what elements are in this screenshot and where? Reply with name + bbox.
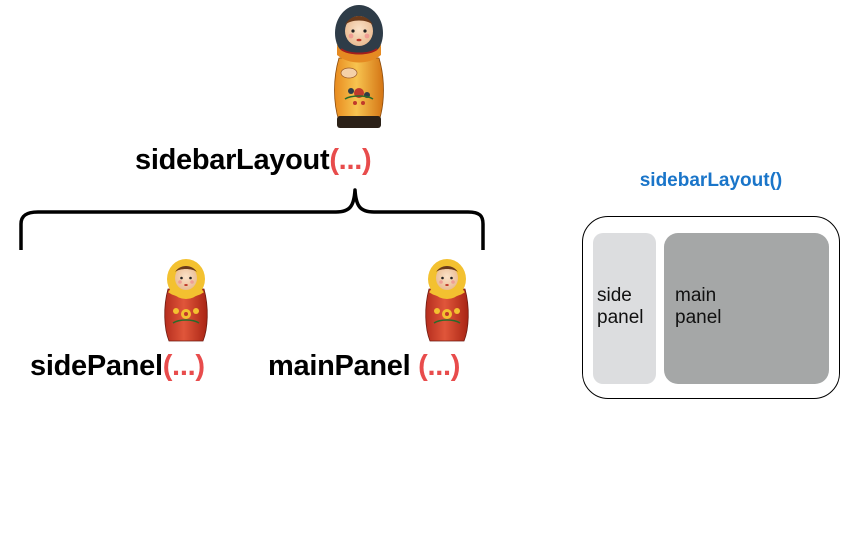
layout-preview-title: sidebarLayout() [639, 170, 783, 191]
main-panel-function-name: mainPanel [268, 350, 419, 382]
root-function-label: sidebarLayout(...) [135, 144, 372, 177]
main-panel-function-args: (...) [418, 350, 461, 382]
root-function-args: (...) [329, 144, 372, 176]
root-function-name: sidebarLayout [135, 144, 330, 176]
side-panel-function-name: sidePanel [30, 350, 163, 382]
main-panel-label-line1: main [675, 285, 717, 306]
child-function-label-main: mainPanel (...) [268, 350, 460, 383]
matryoshka-doll-icon [334, 5, 384, 128]
side-panel-preview: side panel [593, 233, 656, 384]
matryoshka-doll-icon [164, 259, 208, 342]
brace-icon [19, 188, 485, 250]
main-panel-label: main panel [675, 285, 722, 329]
main-panel-label-line2: panel [675, 307, 722, 328]
side-panel-label-line2: panel [597, 307, 644, 328]
sidebar-layout-preview: side panel main panel [582, 216, 840, 399]
matryoshka-doll-icon [425, 259, 469, 342]
side-panel-function-args: (...) [162, 350, 205, 382]
child-function-label-side: sidePanel(...) [30, 350, 205, 383]
side-panel-label-line1: side [597, 285, 632, 306]
main-panel-preview: main panel [664, 233, 829, 384]
side-panel-label: side panel [597, 285, 644, 329]
